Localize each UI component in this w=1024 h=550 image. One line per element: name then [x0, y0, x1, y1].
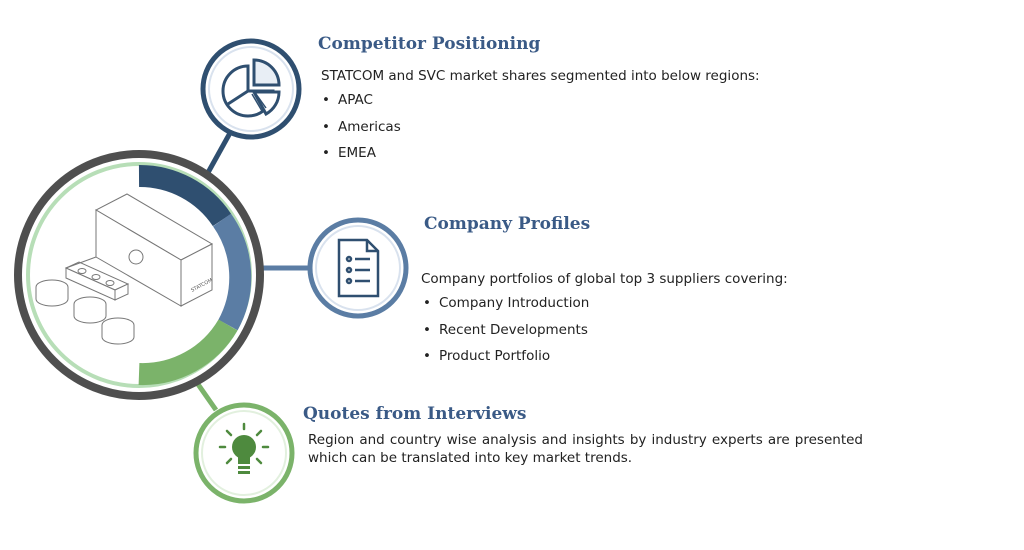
list-item: Product Portfolio [423, 343, 981, 370]
disc-stack [35, 279, 135, 345]
competitor-title: Competitor Positioning [318, 34, 541, 54]
competitor-section: Competitor Positioning STATCOM and SVC m… [318, 34, 818, 167]
competitor-list: APAC Americas EMEA [322, 87, 818, 167]
profiles-body: Company portfolios of global top 3 suppl… [421, 270, 981, 370]
competitor-description: STATCOM and SVC market shares segmented … [321, 68, 760, 84]
list-item: Recent Developments [423, 317, 981, 344]
competitor-icon-badge [200, 38, 302, 140]
quotes-section: Quotes from Interviews Region and countr… [303, 404, 863, 467]
profiles-list: Company Introduction Recent Developments… [423, 290, 981, 370]
statcom-device-illustration [35, 193, 214, 345]
profiles-section: Company Profiles [424, 214, 924, 234]
connector-quotes [192, 378, 219, 412]
pie-chart-icon [221, 58, 281, 118]
profiles-title: Company Profiles [424, 214, 591, 234]
profiles-icon-badge [307, 217, 409, 319]
list-item: EMEA [322, 140, 818, 167]
profiles-description: Company portfolios of global top 3 suppl… [421, 271, 788, 287]
document-list-icon [337, 238, 380, 298]
lightbulb-icon [218, 422, 270, 474]
arc-segment-steel [212, 213, 252, 331]
arc-segment-navy [138, 164, 232, 227]
list-item: Americas [322, 114, 818, 141]
arc-segment-green [138, 319, 238, 386]
quotes-icon-badge [193, 402, 295, 504]
list-item: Company Introduction [423, 290, 981, 317]
quotes-description: Region and country wise analysis and ins… [308, 432, 863, 466]
list-item: APAC [322, 87, 818, 114]
quotes-title: Quotes from Interviews [303, 404, 527, 424]
